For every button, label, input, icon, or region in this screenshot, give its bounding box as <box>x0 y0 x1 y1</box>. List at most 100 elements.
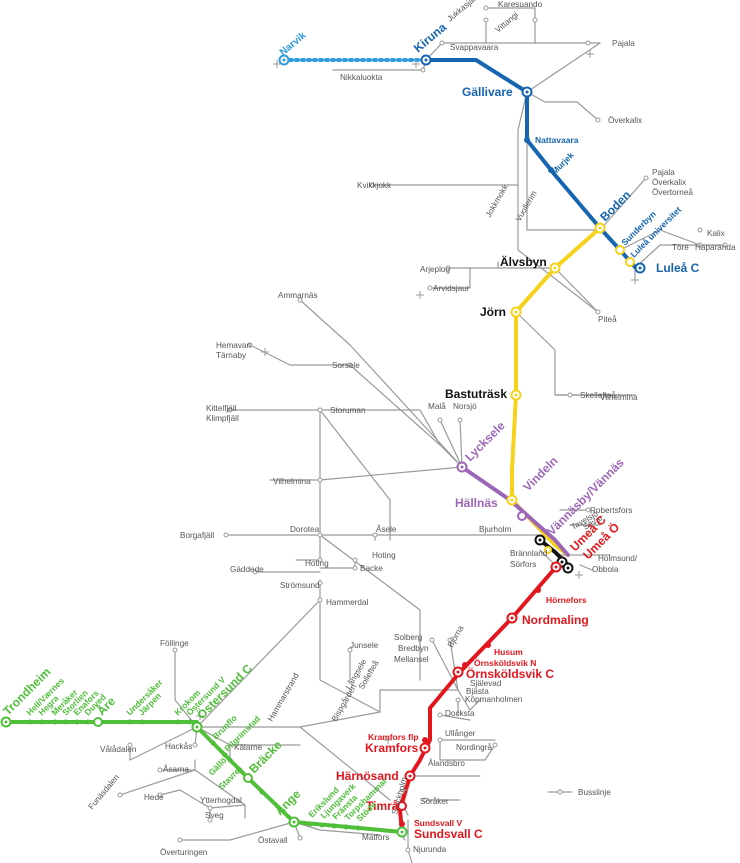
label-ytterhogdal: Ytterhogdal <box>200 796 242 805</box>
station-ostersund-c[interactable] <box>191 721 203 733</box>
station-bastutrask[interactable] <box>510 389 522 401</box>
label-bjurholm: Bjurholm <box>479 525 511 534</box>
label-nikkaluokta: Nikkaluokta <box>340 73 383 82</box>
label-hallnas: Hällnäs <box>455 496 498 510</box>
station-kramfors-flp[interactable] <box>422 737 428 743</box>
station-undersaker[interactable] <box>127 719 133 725</box>
station-hegra[interactable] <box>39 719 45 725</box>
station-gallivare[interactable] <box>521 86 533 98</box>
airport-icon <box>273 60 281 68</box>
label-pitea: Piteå <box>598 314 617 324</box>
label-arvidsjaur: Arvidsjaur <box>433 284 470 293</box>
station-bracke[interactable] <box>243 773 253 783</box>
station-stavre[interactable] <box>259 789 265 795</box>
rail-yellow-line <box>510 226 602 557</box>
station-enafors[interactable] <box>74 719 80 725</box>
label-vilhelmina: Vilhelmina <box>273 477 311 486</box>
label-boden: Boden <box>597 188 633 224</box>
label-funasdalen: Funäsdalen <box>87 772 122 811</box>
station-are[interactable] <box>93 717 103 727</box>
label-lulea-c: Luleå C <box>656 261 700 275</box>
label-alandsbro: Ålandsbro <box>428 758 465 768</box>
label-storuman: Storuman <box>330 406 366 415</box>
station-lulea-c[interactable] <box>634 262 646 274</box>
station-narvik[interactable] <box>278 54 290 66</box>
station-stode[interactable] <box>355 825 361 831</box>
station-trondheim[interactable] <box>0 716 12 728</box>
label-holmsund: Holmsund/ <box>598 554 638 563</box>
label-gallivare: Gällivare <box>462 85 513 99</box>
station-krokom[interactable] <box>175 719 181 725</box>
station-ange[interactable] <box>288 816 300 828</box>
station-sunderbyn[interactable] <box>615 245 625 255</box>
label-pajala: Pajala <box>612 39 635 48</box>
station-husum[interactable] <box>485 642 491 648</box>
station-ornskoldsvik-n[interactable] <box>462 662 468 668</box>
station-nordmaling[interactable] <box>506 612 518 624</box>
label-njurunda: Njurunda <box>413 845 447 854</box>
label-kramfors-flp: Kramfors flp <box>368 732 419 742</box>
airport-icons <box>196 50 639 794</box>
station-brunflo[interactable] <box>210 740 216 746</box>
station-ornskoldsvik-c[interactable] <box>452 666 464 678</box>
station-hornefors[interactable] <box>535 587 541 593</box>
station-boden[interactable] <box>594 222 606 234</box>
label-overturingen: Överturingen <box>160 847 208 857</box>
station-jorn[interactable] <box>510 306 522 318</box>
station-harnosand[interactable] <box>404 770 416 782</box>
label-bjasta: Bjästa <box>466 687 489 696</box>
label-borgafjall: Borgafjäll <box>180 531 214 540</box>
station-duved[interactable] <box>85 719 91 725</box>
station-storlien[interactable] <box>63 719 69 725</box>
label-solberg: Solberg <box>394 633 423 642</box>
label-kittelfjall: Kittelfjäll <box>206 404 237 413</box>
label-hoting: Hoting <box>305 559 329 568</box>
station-kramfors[interactable] <box>419 742 431 754</box>
label-vindeln: Vindeln <box>520 454 560 494</box>
station-fransta[interactable] <box>331 823 337 829</box>
station-umea-o[interactable] <box>562 562 574 574</box>
station-torpshammar[interactable] <box>343 824 349 830</box>
airport-icon <box>196 712 204 720</box>
label-ornskoldsvik-c: Örnsköldsvik C <box>466 666 554 681</box>
station-ostersund-v[interactable] <box>187 719 193 725</box>
station-yellow-umea[interactable] <box>544 546 552 554</box>
station-vindeln[interactable] <box>506 494 518 506</box>
station-hallnas[interactable] <box>517 511 527 521</box>
station-timra[interactable] <box>397 801 407 811</box>
station-lycksele[interactable] <box>456 461 468 473</box>
rail-purple-line <box>460 465 570 557</box>
airport-icon <box>261 348 269 356</box>
station-murjek[interactable] <box>548 167 554 173</box>
label-sorsele: Sorsele <box>332 361 360 370</box>
label-gallo: Gällö <box>206 755 228 777</box>
station-meraker[interactable] <box>52 719 58 725</box>
station-alvsbyn[interactable] <box>549 262 561 274</box>
label-sundsvall-v: Sundsvall V <box>414 818 463 828</box>
label-kalix: Kalix <box>707 229 725 238</box>
station-lulea-univ[interactable] <box>625 257 635 267</box>
label-asele: Åsele <box>376 524 397 534</box>
label-overtornea: Övertorneå <box>652 187 693 197</box>
label-nordmaling: Nordmaling <box>522 613 589 627</box>
station-ljungaverk[interactable] <box>319 822 325 828</box>
label-dorotea: Dorotea <box>290 525 320 534</box>
station-gallo[interactable] <box>237 767 243 773</box>
station-kiruna[interactable] <box>420 54 432 66</box>
station-hell[interactable] <box>27 719 33 725</box>
station-pilgrimstad[interactable] <box>222 752 228 758</box>
label-mellansel: Mellansel <box>394 655 429 664</box>
station-erikslund[interactable] <box>307 821 313 827</box>
station-sundsvall-v[interactable] <box>399 821 405 827</box>
station-red-umea[interactable] <box>550 561 562 573</box>
station-nattavaara[interactable] <box>524 137 530 143</box>
airport-icon <box>575 571 583 579</box>
station-jarpen[interactable] <box>139 719 145 725</box>
label-junsele: Junsele <box>350 641 379 650</box>
label-backe: Backe <box>360 564 383 573</box>
grey-labels: Karesuando Jukkasjärvi Vittangi Svappava… <box>87 0 736 857</box>
label-husum: Husum <box>494 647 523 657</box>
airport-icon <box>416 291 424 299</box>
station-sundsvall-c[interactable] <box>396 826 408 838</box>
station-vannas[interactable] <box>534 534 546 546</box>
